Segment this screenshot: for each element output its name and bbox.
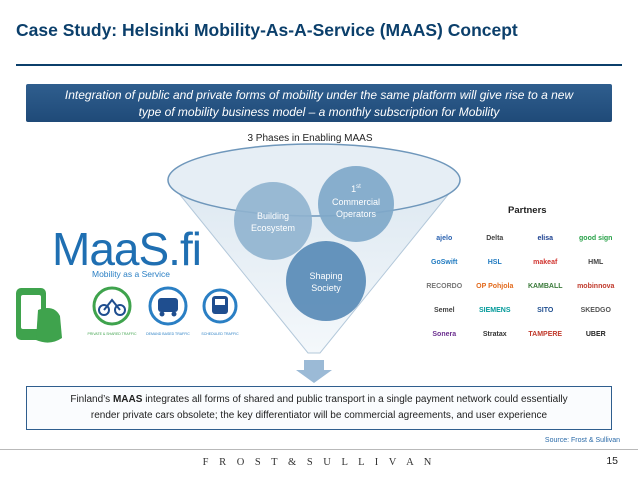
partner-logo: OP Pohjola xyxy=(476,282,514,290)
intro-banner: Integration of public and private forms … xyxy=(26,84,612,122)
conclusion-prefix: Finland’s xyxy=(70,394,113,405)
icon-label-scheduled: SCHEDULED TRAFFIC xyxy=(201,332,239,336)
partner-logo: Semel xyxy=(433,306,455,314)
conclusion-line-2: render private cars obsolete; the key di… xyxy=(90,410,548,421)
phase-circle-building-ecosystem xyxy=(234,182,312,260)
banner-line-2: type of mobility business model – a mont… xyxy=(138,105,500,119)
page-title: Case Study: Helsinki Mobility-As-A-Servi… xyxy=(16,20,518,40)
partner-logo: elisa xyxy=(537,234,554,242)
maas-logo: MaaS.fi xyxy=(52,223,202,275)
partner-logo: Stratax xyxy=(482,330,507,338)
title-divider xyxy=(16,64,622,66)
partner-logo: KAMBALL xyxy=(527,282,563,290)
partners-label: Partners xyxy=(508,205,547,216)
mobility-icons: PRIVATE & SHARED TRAFFIC DEMAND BASED TR… xyxy=(16,286,239,343)
conclusion-bold: MAAS xyxy=(112,394,143,405)
diagram-heading: 3 Phases in Enabling MAAS xyxy=(247,133,373,144)
conclusion-box: Finland’s MAAS integrates all forms of s… xyxy=(26,386,612,430)
conclusion-line-1: Finland’s MAAS integrates all forms of s… xyxy=(27,392,611,408)
phase-label-society: Society xyxy=(311,283,341,293)
private-shared-traffic-icon xyxy=(92,286,132,326)
partner-logo: UBER xyxy=(585,330,606,338)
partner-logo: SITO xyxy=(537,306,554,314)
source-note: Source: Frost & Sullivan xyxy=(544,437,620,444)
partner-logo: TAMPERE xyxy=(528,330,563,338)
partner-logo: Delta xyxy=(486,234,504,242)
partner-logo: HML xyxy=(588,258,604,266)
phase-label-first: 1st xyxy=(351,184,361,194)
partner-logo: ajelo xyxy=(436,234,453,242)
funnel-rim xyxy=(167,143,461,217)
partner-logo: SKEDGO xyxy=(580,306,611,314)
icon-label-private: PRIVATE & SHARED TRAFFIC xyxy=(87,332,136,336)
icon-label-demand: DEMAND BASED TRAFFIC xyxy=(146,332,190,336)
phase-label-ecosystem: Ecosystem xyxy=(251,223,295,233)
partner-logo: mobinnova xyxy=(577,282,615,290)
phase-label-superscript: st xyxy=(356,184,361,190)
page-number: 15 xyxy=(606,455,618,467)
funnel-diagram: Building Ecosystem 1st Commercial Operat… xyxy=(166,143,462,383)
demand-based-traffic-icon xyxy=(148,286,188,326)
partner-logo: good sign xyxy=(579,234,613,242)
phase-circle-shaping-society xyxy=(286,241,366,321)
phase-label-commercial: Commercial xyxy=(332,197,380,207)
footer-divider xyxy=(0,449,638,450)
phase-circle-commercial-operators xyxy=(318,166,394,242)
partner-logo: Sonera xyxy=(432,330,457,338)
partner-logo: makeaf xyxy=(533,258,558,266)
phase-label-shaping: Shaping xyxy=(309,271,342,281)
scheduled-traffic-icon xyxy=(202,288,238,324)
maas-tagline: Mobility as a Service xyxy=(92,269,170,279)
phase-label-operators: Operators xyxy=(336,209,377,219)
down-arrow-icon xyxy=(296,360,332,383)
banner-line-1: Integration of public and private forms … xyxy=(64,88,574,102)
phase-label-building: Building xyxy=(257,211,289,221)
phone-hand-icon xyxy=(16,288,62,343)
partner-logo: GoSwift xyxy=(431,258,458,266)
partner-logo: HSL xyxy=(487,258,502,266)
footer-brand: F R O S T & S U L L I V A N xyxy=(202,457,436,468)
conclusion-rest: integrates all forms of shared and publi… xyxy=(142,394,568,405)
partner-logo: RECORDO xyxy=(426,282,463,290)
partner-logo: SIEMENS xyxy=(478,306,511,314)
